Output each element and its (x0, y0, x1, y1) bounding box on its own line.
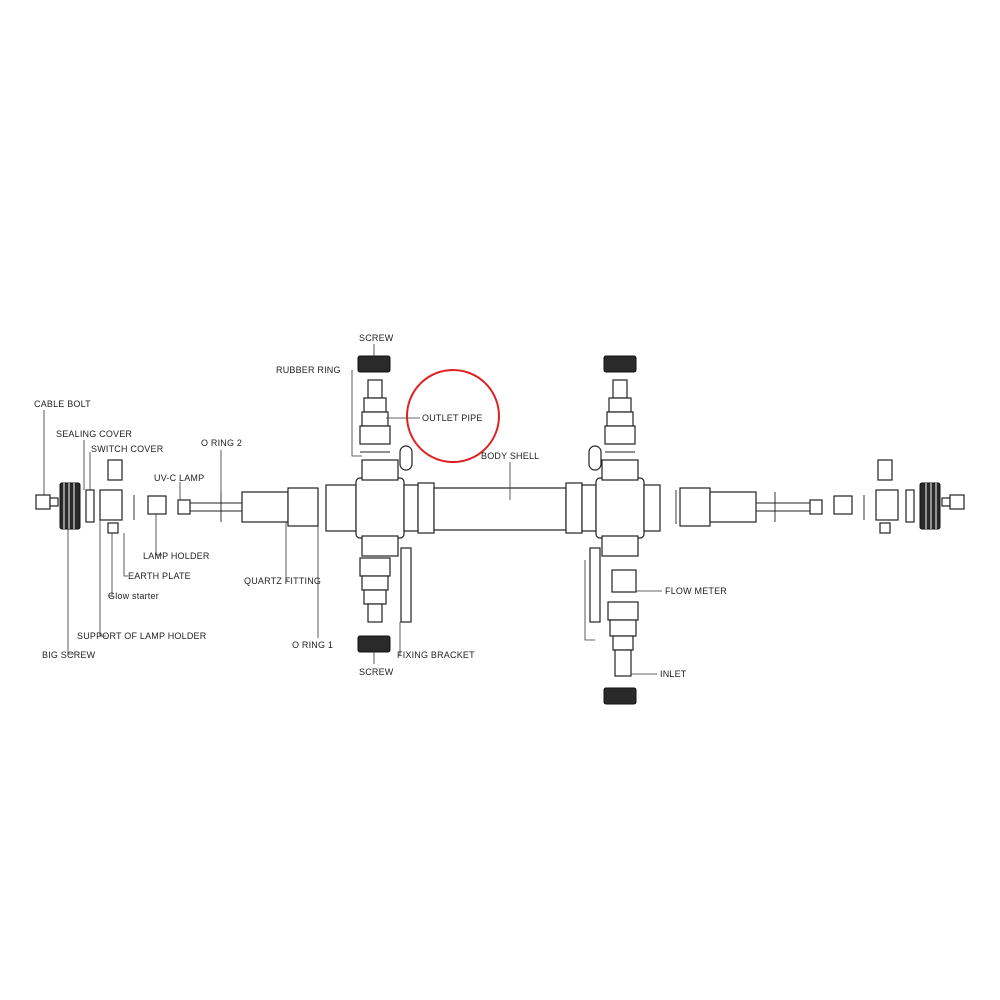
fixing-bracket-part (400, 547, 412, 623)
inlet-assembly (588, 355, 639, 705)
switch-cover-right (875, 459, 899, 534)
switch-cover-left (99, 459, 123, 534)
label-cable-bolt: CABLE BOLT (34, 399, 91, 409)
label-uv-c-lamp: UV-C LAMP (154, 473, 204, 483)
uv-c-lamp-left (177, 499, 245, 515)
outlet-pipe-highlight-circle (406, 369, 500, 463)
lamp-holder-left (147, 495, 167, 515)
label-quartz-fitting: QUARTZ FITTING (244, 576, 321, 586)
labels: SCREW RUBBER RING OUTLET PIPE CABLE BOLT… (34, 333, 727, 679)
label-inlet: INLET (660, 669, 687, 679)
label-switch-cover: SWITCH COVER (91, 444, 164, 454)
label-lamp-holder: LAMP HOLDER (143, 551, 210, 561)
label-body-shell: BODY SHELL (481, 451, 539, 461)
label-screw-top: SCREW (359, 333, 394, 343)
label-rubber-ring: RUBBER RING (276, 365, 341, 375)
right-tee-body (565, 459, 661, 557)
main-assembly (35, 459, 965, 557)
outlet-pipe-top (367, 379, 383, 399)
lamp-holder-right (833, 495, 853, 515)
left-tee-body (325, 459, 435, 557)
label-o-ring-1: O RING 1 (292, 640, 333, 650)
inlet-part (614, 649, 632, 677)
sealing-cover-right (905, 489, 915, 523)
label-screw-bottom: SCREW (359, 667, 394, 677)
big-screw-right (919, 482, 941, 530)
big-screw-left (59, 482, 81, 530)
outlet-assembly (357, 355, 413, 653)
label-big-screw: BIG SCREW (42, 650, 96, 660)
label-o-ring-2: O RING 2 (201, 438, 242, 448)
screw-bottom-part (357, 635, 391, 653)
flow-meter-part (611, 569, 637, 593)
uv-c-lamp-right (756, 499, 823, 515)
label-outlet-pipe: OUTLET PIPE (422, 413, 483, 423)
label-glow-starter: Glow starter (108, 591, 159, 601)
label-fixing-bracket: FIXING BRACKET (397, 650, 475, 660)
body-shell (433, 487, 567, 531)
label-support-of-lamp-holder: SUPPORT OF LAMP HOLDER (77, 631, 207, 641)
quartz-fitting-right (679, 487, 757, 527)
screw-top-part (357, 355, 391, 373)
fixing-bracket-right-part (589, 547, 601, 623)
quartz-fitting-left (241, 487, 319, 527)
cable-bolt-left (35, 494, 59, 510)
leader-lines (43, 344, 662, 675)
label-flow-meter: FLOW METER (665, 586, 727, 596)
label-sealing-cover: SEALING COVER (56, 429, 132, 439)
plug-part (399, 445, 413, 471)
cable-bolt-right (941, 494, 965, 510)
label-earth-plate: EARTH PLATE (128, 571, 191, 581)
sealing-cover-left (85, 489, 95, 523)
